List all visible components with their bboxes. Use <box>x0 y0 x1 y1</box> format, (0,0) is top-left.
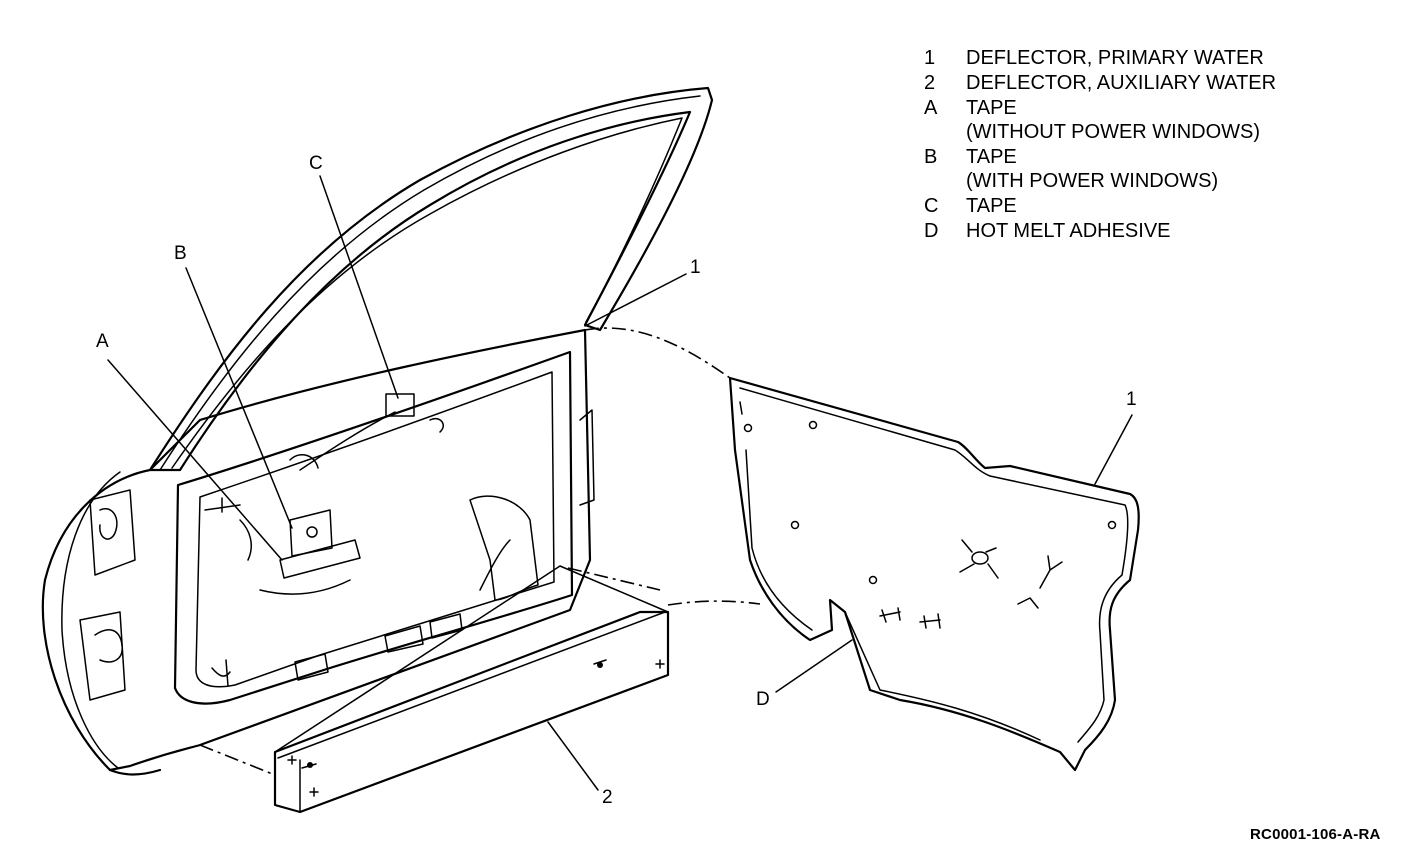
legend-text: TAPE <box>966 195 1017 217</box>
legend-key: D <box>924 220 939 242</box>
legend-key: B <box>924 146 938 168</box>
legend-text: HOT MELT ADHESIVE <box>966 220 1171 242</box>
legend-key: C <box>924 195 939 217</box>
legend-key: A <box>924 97 938 119</box>
legend-row: C TAPE <box>924 194 1276 218</box>
callout-2: 2 <box>602 787 613 808</box>
legend-key: 1 <box>924 47 936 69</box>
legend-row: 1 DEFLECTOR, PRIMARY WATER <box>924 46 1276 70</box>
legend-text: TAPE (WITHOUT POWER WINDOWS) <box>966 97 1261 143</box>
callout-d: D <box>756 689 770 710</box>
primary-water-deflector <box>728 376 1140 772</box>
legend-text: TAPE (WITH POWER WINDOWS) <box>966 146 1219 192</box>
callout-b: B <box>174 243 187 264</box>
auxiliary-water-deflector <box>273 565 670 814</box>
callout-a: A <box>96 331 109 352</box>
callout-1-door: 1 <box>690 257 701 278</box>
legend-row: 2 DEFLECTOR, AUXILIARY WATER <box>924 71 1276 95</box>
legend-key: 2 <box>924 72 936 94</box>
door-assembly <box>41 86 714 776</box>
callout-1-panel: 1 <box>1126 389 1137 410</box>
figure-id: RC0001-106-A-RA <box>1250 826 1381 843</box>
phantom-lines <box>199 327 761 776</box>
legend-row: A TAPE (WITHOUT POWER WINDOWS) <box>924 96 1276 144</box>
leader-lines <box>107 175 1133 791</box>
callout-c: C <box>309 153 323 174</box>
legend-text: DEFLECTOR, AUXILIARY WATER <box>966 72 1277 94</box>
legend-row: D HOT MELT ADHESIVE <box>924 219 1276 243</box>
legend-row: B TAPE (WITH POWER WINDOWS) <box>924 145 1276 193</box>
legend-text: DEFLECTOR, PRIMARY WATER <box>966 47 1264 69</box>
parts-legend: 1 DEFLECTOR, PRIMARY WATER 2 DEFLECTOR, … <box>924 46 1276 244</box>
